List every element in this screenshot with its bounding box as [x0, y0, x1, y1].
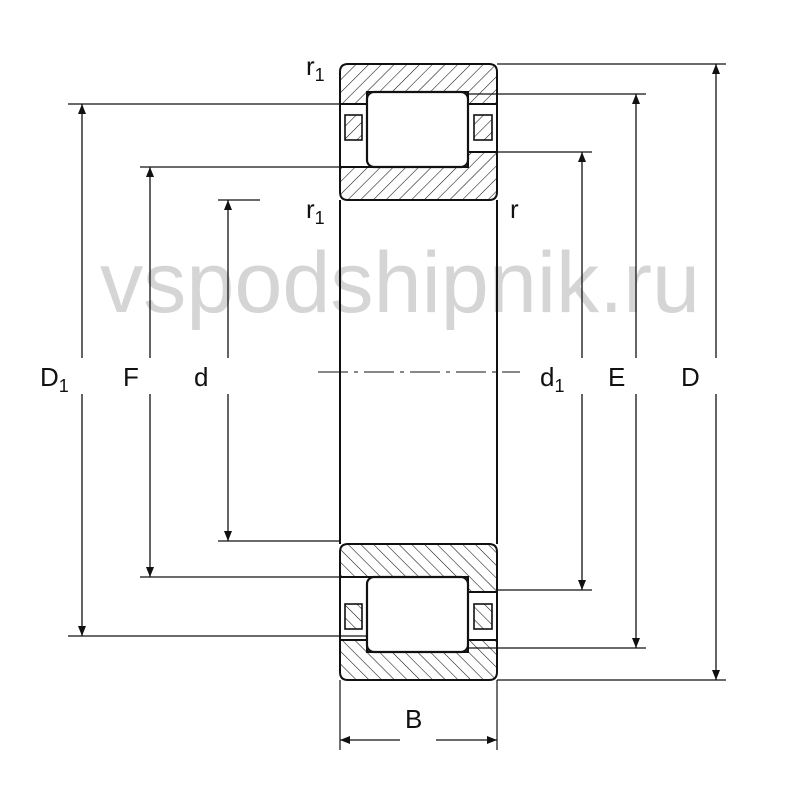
label-r: r	[510, 194, 519, 224]
extension-lines	[68, 63, 726, 750]
watermark: vspodshipnik.ru	[100, 235, 700, 331]
top-bearing-section	[338, 62, 499, 202]
label-D1: D1	[40, 362, 69, 396]
label-D: D	[681, 362, 700, 392]
label-F: F	[123, 362, 139, 392]
label-r1-inner: r1	[306, 194, 325, 228]
label-d1: d1	[540, 362, 564, 396]
label-B: B	[405, 704, 422, 734]
bottom-bearing-section	[338, 542, 499, 682]
label-d: d	[194, 362, 208, 392]
label-E: E	[608, 362, 625, 392]
label-r1-top: r1	[306, 51, 325, 85]
